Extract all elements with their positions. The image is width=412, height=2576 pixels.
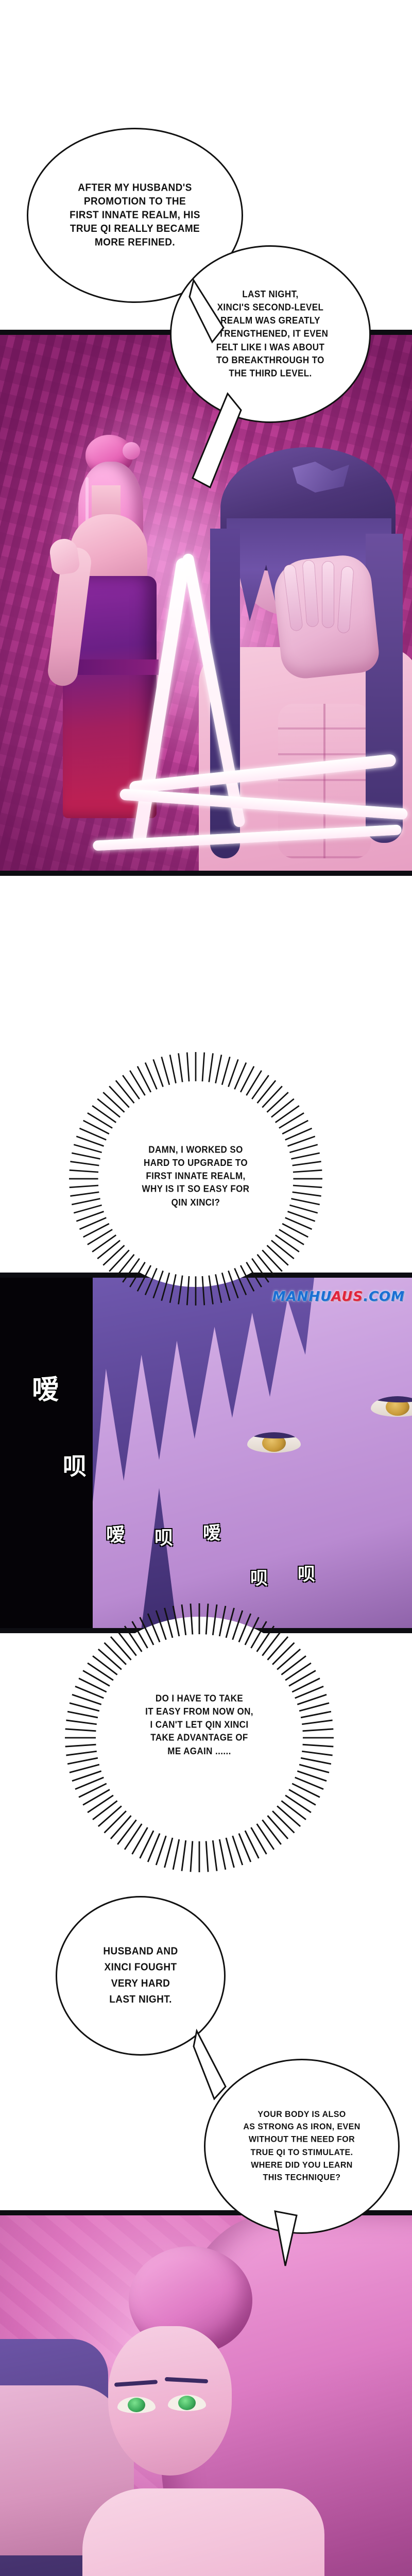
eyelid-left: [247, 1432, 301, 1438]
gasp-sfx-3: 嗳: [106, 1524, 125, 1546]
eyelid-right: [371, 1396, 412, 1402]
finger-3: [322, 562, 334, 628]
closeup-eye-left: [247, 1432, 301, 1453]
husband-fought-hard-bubble: HUSBAND AND XINCI FOUGHT VERY HARD LAST …: [56, 1896, 226, 2056]
husband-promotion-bubble: AFTER MY HUSBAND'S PROMOTION TO THE FIRS…: [27, 128, 243, 303]
bubble-2-text: LAST NIGHT, XINCI'S SECOND-LEVEL REALM W…: [212, 289, 329, 379]
bubble-4-text: DO I HAVE TO TAKE IT EASY FROM NOW ON, I…: [145, 1693, 253, 1756]
two-women-panel: MANHUAUS.COM: [0, 2210, 412, 2576]
burst-spikes-1: [69, 1052, 322, 1306]
bubble-2-tail: [166, 392, 243, 489]
green-iris-right: [178, 2396, 196, 2410]
bare-shoulder-body: [82, 2488, 324, 2576]
closeup-eye-right: [371, 1396, 412, 1417]
gasp-sfx-7: 呗: [298, 1564, 315, 1585]
bubble-3-text: DAMN, I WORKED SO HARD TO UPGRADE TO FIR…: [142, 1144, 250, 1208]
bubble-6-text: YOUR BODY IS ALSO AS STRONG AS IRON, EVE…: [243, 2110, 360, 2183]
gasp-sfx-4: 呗: [154, 1528, 174, 1549]
gasp-sfx-1: 嗳: [32, 1375, 59, 1405]
xinci-second-level-bubble: LAST NIGHT, XINCI'S SECOND-LEVEL REALM W…: [170, 245, 371, 423]
burst-spikes-2: [65, 1603, 334, 1872]
green-eye-left: [117, 2397, 156, 2413]
bubble-1-tail: [185, 278, 258, 345]
gasp-sfx-5: 嗳: [203, 1523, 220, 1544]
watermark-red: AUS: [331, 1289, 364, 1304]
bubble-5-text: HUSBAND AND XINCI FOUGHT VERY HARD LAST …: [103, 1945, 178, 2006]
bubble-5-tail: [192, 2029, 248, 2101]
green-iris-left: [128, 2398, 145, 2412]
bubble-6-tail: [268, 2210, 314, 2272]
closeup-face-panel: 嗳 呗 嗳 呗 嗳 呗 呗 MANHUAUS.COM: [0, 1273, 412, 1633]
take-it-easy-burst-bubble: DO I HAVE TO TAKE IT EASY FROM NOW ON, I…: [65, 1603, 334, 1872]
gasp-sfx-2: 呗: [63, 1452, 87, 1480]
gasp-sfx-6: 呗: [250, 1568, 268, 1589]
watermark-blue-2: .COM: [363, 1289, 405, 1304]
green-eye-right: [168, 2395, 206, 2411]
pink-haired-woman: [46, 435, 170, 871]
damn-worked-hard-burst-bubble: DAMN, I WORKED SO HARD TO UPGRADE TO FIR…: [69, 1052, 322, 1306]
watermark-blue-1: MANHU: [272, 1289, 332, 1304]
body-strong-as-iron-bubble: YOUR BODY IS ALSO AS STRONG AS IRON, EVE…: [204, 2059, 400, 2234]
bedroom-panel: [0, 330, 412, 876]
watermark-panel-2: MANHUAUS.COM: [272, 1289, 405, 1304]
bubble-1-text: AFTER MY HUSBAND'S PROMOTION TO THE FIRS…: [70, 182, 200, 249]
